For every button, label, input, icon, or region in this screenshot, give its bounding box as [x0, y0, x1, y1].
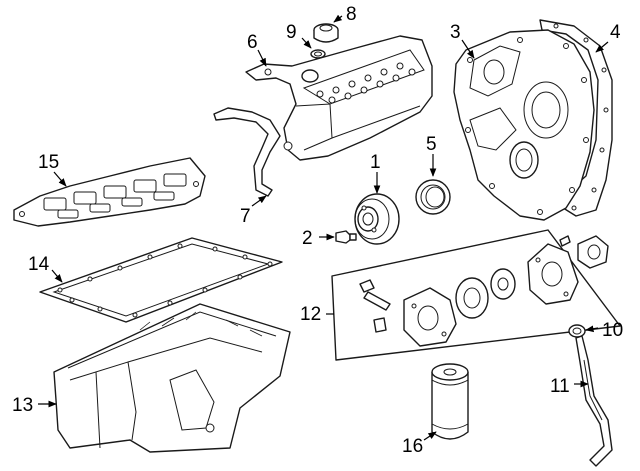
crankshaft-balancer-part: [354, 193, 400, 245]
engine-front-cover-part: [453, 29, 595, 221]
callout-6: 6: [247, 32, 258, 53]
leader-line-15: [53, 171, 67, 187]
callout-15: 15: [38, 152, 59, 173]
leader-line-8: [333, 14, 343, 23]
leader-line-14: [51, 269, 63, 283]
oil-pan-part: [53, 303, 291, 453]
callout-8: 8: [346, 4, 357, 25]
callout-3: 3: [450, 22, 461, 43]
callout-1: 1: [370, 152, 381, 173]
callout-2: 2: [302, 228, 313, 249]
oil-pump-assembly-part: [331, 229, 621, 361]
intake-gasket-part: [13, 157, 206, 227]
callout-4: 4: [610, 22, 621, 43]
dipstick-tube-part: [575, 335, 613, 467]
oil-filter-part: [431, 363, 469, 440]
leader-lines: [38, 14, 609, 441]
leader-line-9: [301, 37, 312, 49]
valve-cover-part: [245, 35, 433, 161]
callout-labels: 1 2 3 4 5 6 7 8 9 10 11 12 13 14 15 16: [12, 4, 623, 457]
callout-11: 11: [550, 376, 570, 397]
callout-10: 10: [602, 320, 623, 341]
callout-16: 16: [402, 436, 423, 457]
leader-line-3: [461, 39, 475, 59]
leader-line-6: [257, 49, 267, 67]
leader-line-16: [423, 431, 437, 441]
callout-5: 5: [426, 134, 437, 155]
callout-13: 13: [12, 395, 33, 416]
crankshaft-seal-part: [415, 179, 451, 215]
callout-7: 7: [240, 206, 251, 227]
leader-line-10: [585, 325, 599, 333]
oil-pan-gasket-part: [39, 237, 283, 323]
rocker-cover-gasket-part: [213, 107, 281, 197]
callout-14: 14: [28, 254, 50, 275]
leader-line-7: [251, 195, 267, 207]
callout-12: 12: [300, 304, 321, 325]
dipstick-handle-part: [568, 324, 586, 338]
balancer-bolt-part: [335, 230, 357, 244]
oil-filler-cap-part: [313, 23, 339, 43]
filler-cap-seal-part: [310, 49, 326, 59]
callout-9: 9: [286, 22, 297, 43]
leader-line-4: [595, 41, 609, 53]
